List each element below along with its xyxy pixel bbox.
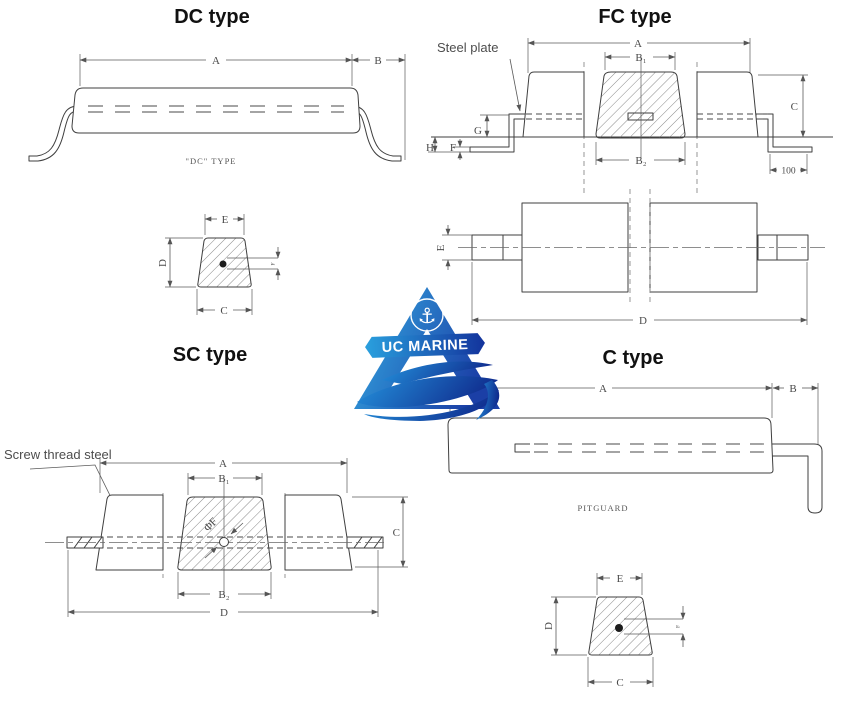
csr-hole (615, 624, 623, 632)
fc-dim-h-label: H (426, 142, 434, 154)
sc-center-trapezoid (177, 496, 272, 571)
dc-type-drawing: A B "DC" TYPE (28, 54, 406, 166)
fc-dim-100: 100 (769, 154, 808, 177)
csr-dim-f: F (624, 606, 686, 647)
sc-type-drawing: A B₁ (29, 458, 408, 619)
anchor-icon: ⚓ (418, 304, 437, 328)
dc-dim-b-label: B (374, 55, 381, 67)
csl-hole (219, 260, 227, 268)
cyl-dim-e: E (435, 225, 472, 270)
fc-dim-h: H (426, 136, 470, 154)
dc-title: DC type (174, 6, 250, 28)
c-body (447, 417, 774, 474)
fc-steel-insert (627, 112, 654, 121)
sc-title: SC type (172, 344, 248, 366)
c-core-hidden-line (514, 443, 766, 453)
cyl-dim-e-label: E (435, 244, 447, 251)
dc-dim-a-label: A (212, 55, 220, 67)
fc-body-left (522, 71, 585, 138)
fc-dim-g-label: G (474, 125, 482, 137)
dc-caption: "DC" TYPE (186, 156, 237, 166)
fc-dim-b1: B₁ (604, 52, 676, 70)
fc-dim-a: A (527, 38, 751, 73)
steel-plate-leader (509, 58, 522, 112)
fc-body-right (696, 71, 759, 138)
logo-banner: UC MARINE (365, 333, 485, 358)
csr-dim-e-label: E (617, 573, 624, 585)
dc-body (71, 87, 361, 134)
fc-dim-a-label: A (634, 38, 642, 50)
sc-dim-c-label: C (393, 527, 400, 539)
csr-dim-f-label: F (676, 625, 682, 628)
anchor-ring (410, 298, 444, 332)
sc-dim-b2: B₂ (177, 572, 272, 601)
fc-dim-b2-label: B₂ (635, 155, 646, 167)
sc-hole (219, 537, 229, 547)
logo-banner-text: UC MARINE (381, 337, 468, 356)
sc-body-left (95, 494, 164, 571)
fc-title: FC type (598, 6, 672, 28)
csr-dim-c: C (587, 657, 654, 689)
fc-dim-100-label: 100 (781, 167, 796, 177)
cylinder-drawing: E D (435, 189, 825, 327)
fc-hidden-plate-lines (526, 113, 768, 120)
csl-dim-d: D (157, 237, 203, 288)
c-dim-b-label: B (789, 383, 796, 395)
sc-dim-a: A (99, 458, 348, 493)
uc-marine-logo: ⚓ UC MARINE (354, 287, 500, 421)
fc-dim-f: F (450, 139, 470, 160)
csr-dim-d: D (543, 596, 596, 656)
csr-dim-d-label: D (543, 622, 555, 630)
csr-dim-c-label: C (616, 677, 623, 689)
cyl-dim-d: D (471, 262, 808, 327)
sc-dim-d: D (67, 550, 379, 619)
cyl-dim-d-label: D (639, 315, 647, 327)
fc-center-trapezoid (595, 71, 686, 139)
csr-dim-e: E (596, 573, 643, 595)
csl-dim-c: C (196, 289, 253, 317)
csl-dim-f-label: F (271, 262, 277, 265)
sc-body-right (284, 494, 353, 571)
sc-dim-c: C (352, 496, 408, 568)
cross-section-right: E D C F (543, 573, 686, 689)
sc-dim-a-label: A (219, 458, 227, 470)
dc-dim-a: A (79, 54, 353, 86)
sc-dim-b1: B₁ (187, 473, 263, 495)
screw-thread-steel-label: Screw thread steel (4, 447, 112, 462)
csl-dim-d-label: D (157, 259, 169, 267)
sc-rod (45, 536, 385, 549)
fc-dim-f-label: F (450, 142, 456, 154)
steel-plate-label: Steel plate (437, 40, 499, 55)
cross-section-left: E D C F (157, 214, 281, 317)
csl-dim-e: E (204, 214, 245, 235)
fc-dim-c-label: C (791, 101, 798, 113)
csl-dim-f: F (227, 247, 281, 280)
fc-strap-right (755, 113, 813, 153)
sc-dim-d-label: D (220, 607, 228, 619)
dc-dim-b: B (351, 54, 406, 160)
sc-dim-b2-label: B₂ (218, 589, 229, 601)
fc-type-drawing: A B₁ C G (426, 38, 833, 193)
c-strap (770, 443, 823, 514)
dc-right-strap (351, 105, 402, 162)
c-title: C type (602, 347, 664, 369)
csl-dim-c-label: C (220, 305, 227, 317)
dc-left-strap (28, 105, 79, 162)
csl-dim-e-label: E (222, 214, 229, 226)
fc-dim-c: C (758, 74, 808, 138)
fc-dim-b2: B₂ (595, 142, 686, 167)
ship-swoosh-icon (357, 361, 500, 421)
c-dim-a-label: A (599, 383, 607, 395)
fc-dim-g: G (474, 114, 509, 138)
c-caption: PITGUARD (578, 503, 629, 513)
